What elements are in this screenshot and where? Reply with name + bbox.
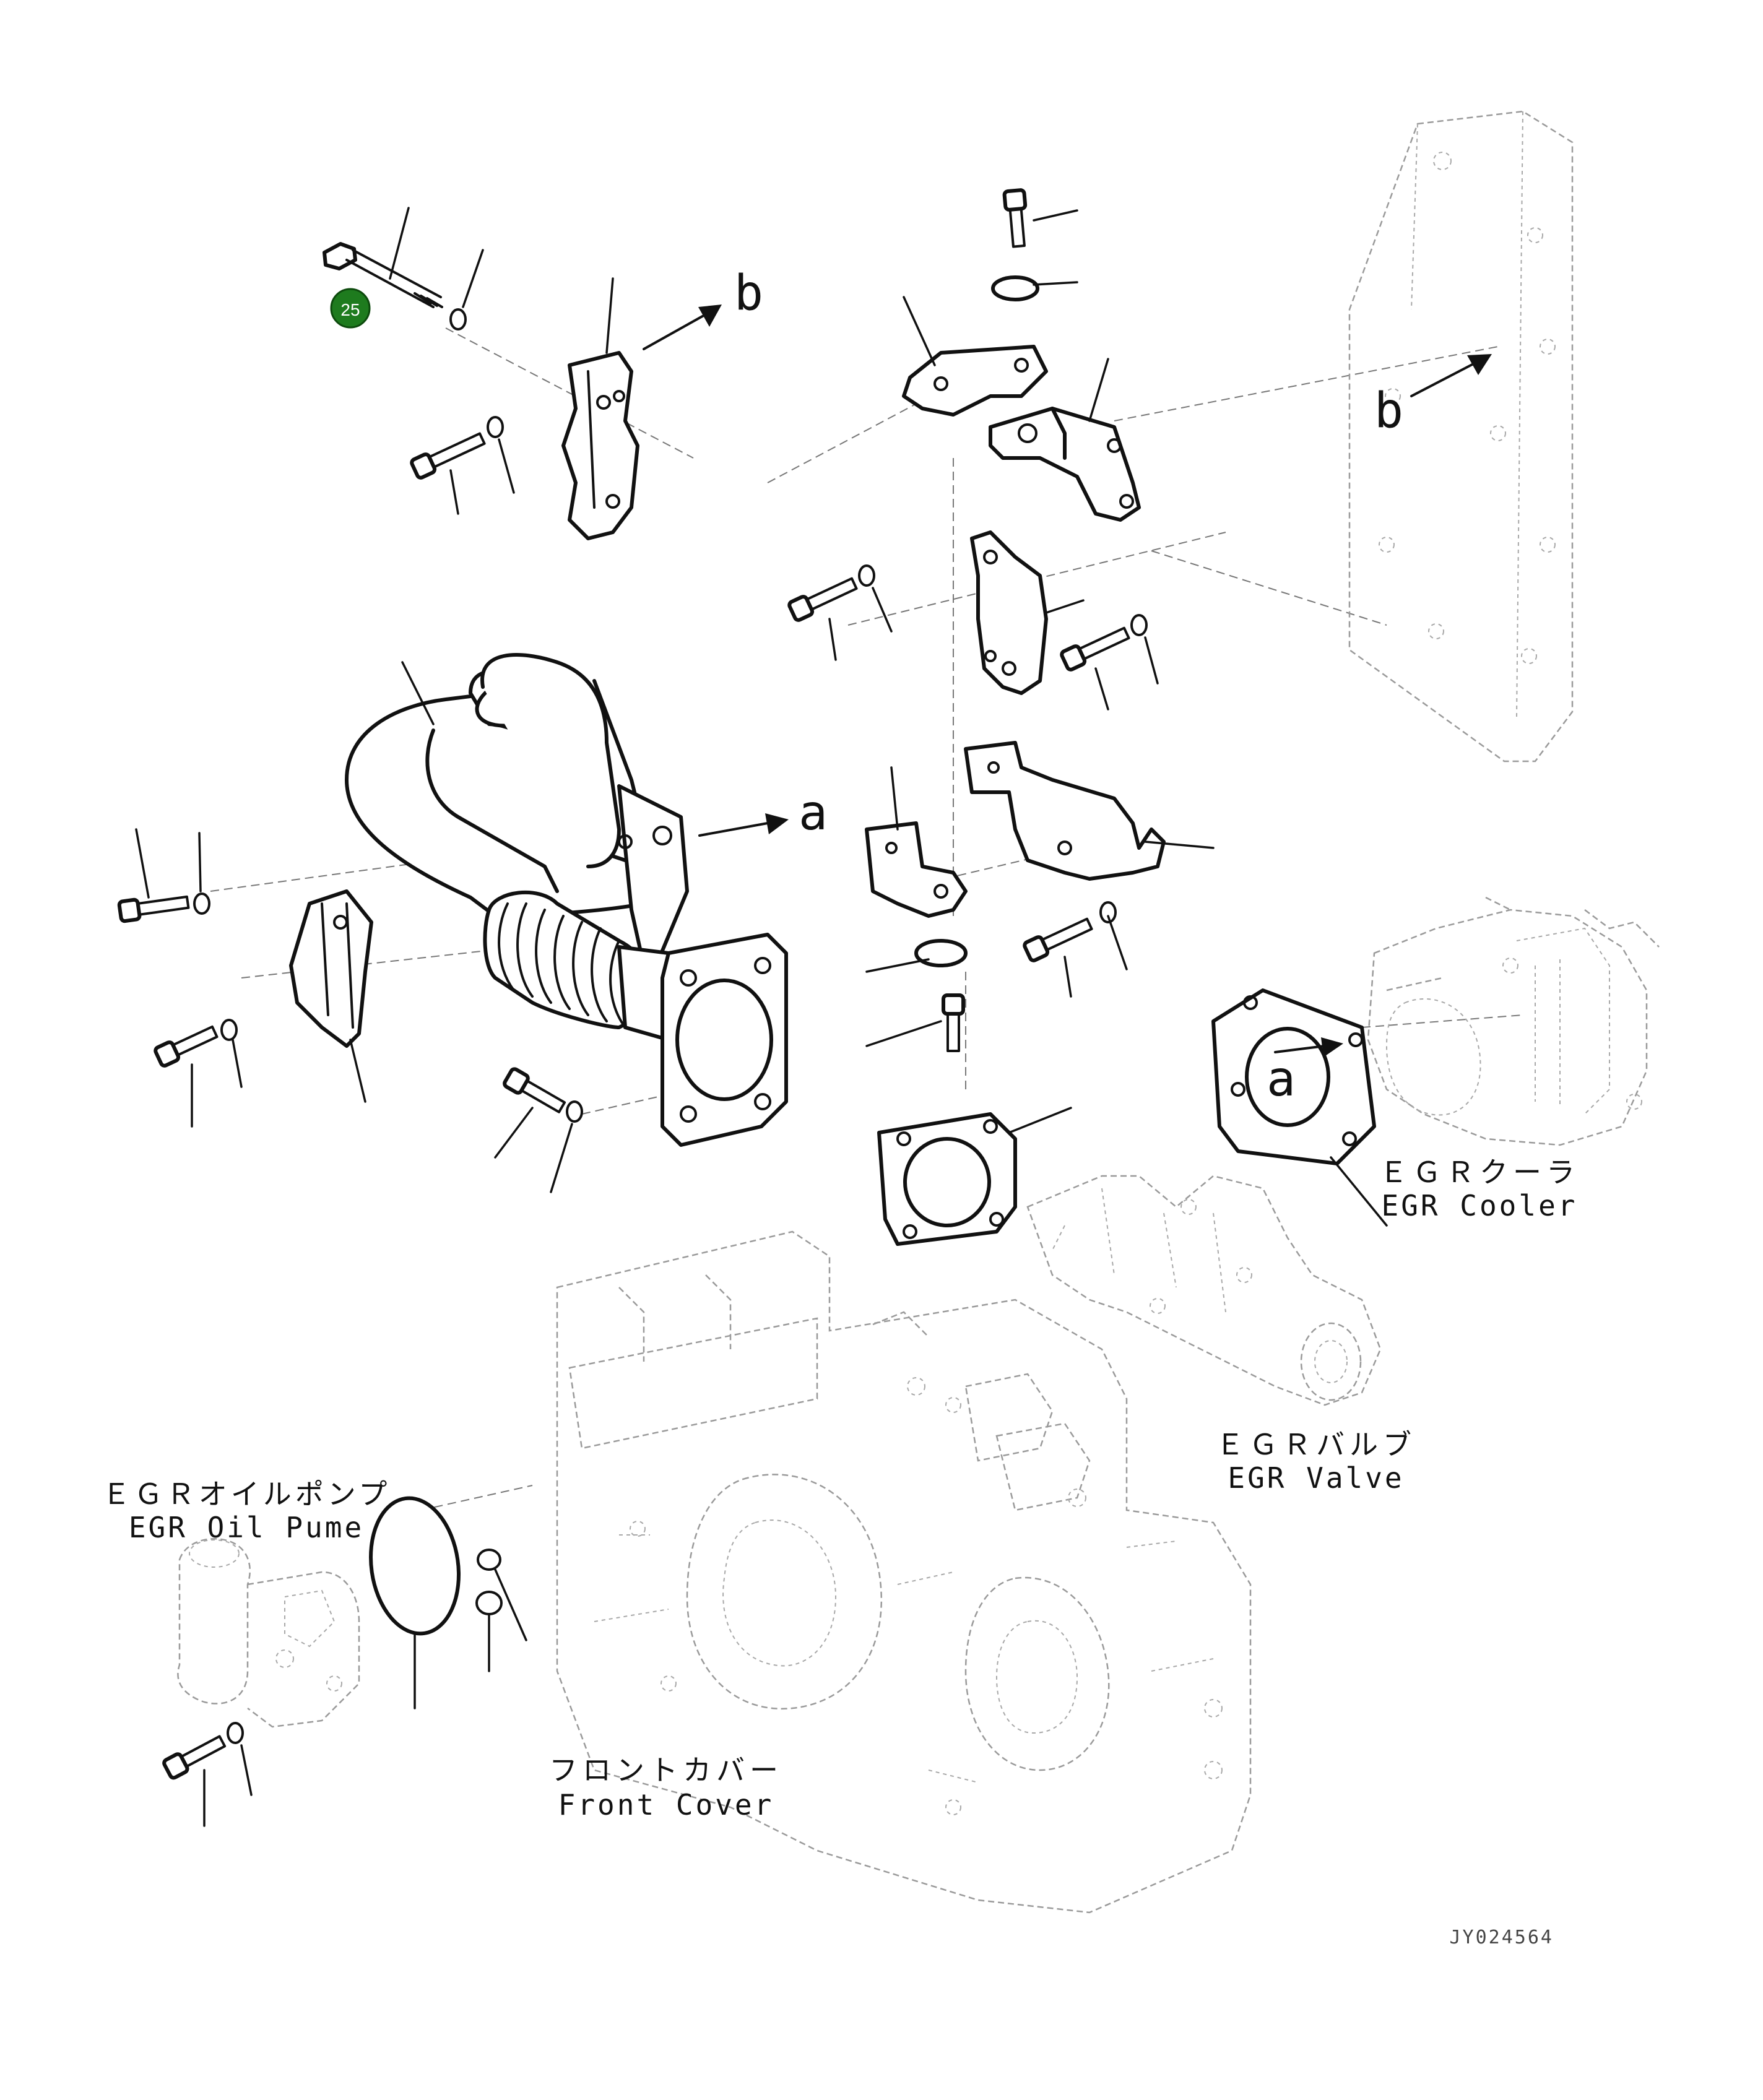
arrow-b-right: b bbox=[1374, 354, 1492, 439]
egr-valve-housing bbox=[1026, 1175, 1382, 1406]
egr-cooler-label: ＥＧＲクーラ EGR Cooler bbox=[1379, 1156, 1580, 1222]
lower-angle-bracket bbox=[964, 741, 1166, 881]
arrow-label-b-top: b bbox=[734, 266, 763, 321]
front-cover-label-ja: フロントカバー bbox=[549, 1753, 783, 1787]
egr-oil-pump-label-ja: ＥＧＲオイルポンプ bbox=[102, 1477, 391, 1511]
long-bolt bbox=[323, 242, 443, 308]
egr-cooler-label-ja: ＥＧＲクーラ bbox=[1379, 1156, 1580, 1189]
drawing-number: JY024564 bbox=[1450, 1927, 1554, 1948]
front-cover-housing bbox=[556, 1230, 1252, 1914]
egr-valve-label-ja: ＥＧＲバルブ bbox=[1216, 1428, 1416, 1461]
callout-circle[interactable] bbox=[330, 288, 371, 329]
mounting-plate bbox=[1348, 110, 1574, 763]
flange-gasket bbox=[877, 1112, 1017, 1246]
callout-number: 25 bbox=[340, 300, 360, 319]
assembly-centerlines bbox=[210, 327, 1523, 1511]
front-cover-label-en: Front Cover bbox=[558, 1788, 774, 1821]
egr-cooler-housing bbox=[1367, 896, 1660, 1146]
egr-oil-pump-label: ＥＧＲオイルポンプ EGR Oil Pume bbox=[102, 1477, 391, 1544]
arrow-b-top: b bbox=[643, 266, 763, 350]
arrow-a-pipe: a bbox=[698, 785, 828, 841]
curved-bracket bbox=[970, 530, 1048, 695]
reference-arrows: b b a a bbox=[643, 266, 1492, 1107]
small-l-bracket bbox=[865, 821, 968, 918]
egr-valve-label: ＥＧＲバルブ EGR Valve bbox=[1216, 1428, 1416, 1495]
egr-valve-label-en: EGR Valve bbox=[1228, 1461, 1404, 1495]
egr-oil-pump-label-en: EGR Oil Pume bbox=[129, 1511, 364, 1544]
cooler-gasket bbox=[1211, 988, 1376, 1165]
egr-pipe bbox=[345, 653, 788, 1147]
leader-lines bbox=[135, 207, 1388, 1827]
egr-cooler-label-en: EGR Cooler bbox=[1382, 1189, 1578, 1222]
upper-left-bracket bbox=[561, 351, 639, 540]
callout-marker-25[interactable]: 25 bbox=[330, 288, 371, 329]
front-cover-label: フロントカバー Front Cover bbox=[549, 1753, 783, 1821]
arrow-label-a-cooler: a bbox=[1267, 1052, 1296, 1107]
stay-bracket bbox=[989, 407, 1141, 522]
arrow-a-cooler: a bbox=[1267, 1037, 1343, 1107]
washers bbox=[193, 275, 1148, 1744]
egr-oil-pump-housing bbox=[177, 1538, 360, 1728]
arrow-label-a-pipe: a bbox=[799, 785, 828, 841]
arrow-label-b-right: b bbox=[1374, 383, 1403, 439]
pump-o-rings bbox=[369, 1496, 503, 1636]
heat-shield bbox=[289, 889, 373, 1048]
top-bracket-plate bbox=[902, 345, 1048, 417]
bolts bbox=[117, 188, 1130, 1780]
